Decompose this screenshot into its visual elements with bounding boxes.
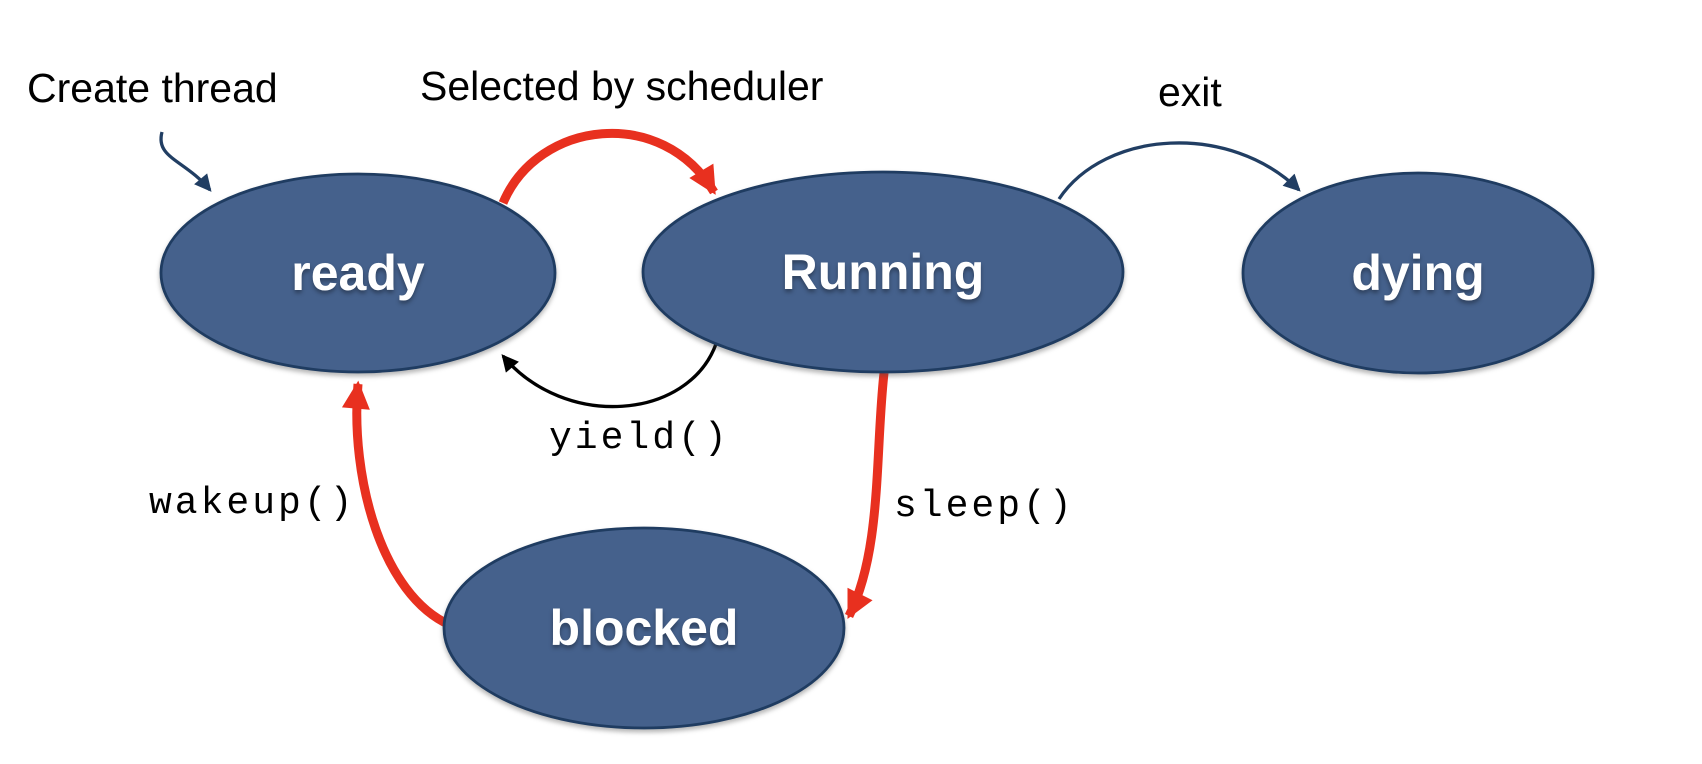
node-ready-label: ready xyxy=(291,245,425,301)
edge-yield-label: yield() xyxy=(549,417,730,460)
edge-yield-arrow xyxy=(501,343,718,409)
node-dying-ellipse xyxy=(1241,171,1595,375)
edge-wakeup-arrow xyxy=(341,380,452,630)
edge-selected-by-scheduler-label: Selected by scheduler xyxy=(420,63,824,109)
node-running-ellipse xyxy=(641,170,1125,374)
node-blocked-ellipse xyxy=(442,526,846,730)
edge-exit-arrow xyxy=(1057,141,1301,200)
edge-sleep-arrow xyxy=(844,372,889,620)
edge-sleep-label: sleep() xyxy=(894,485,1075,528)
edge-exit-label: exit xyxy=(1158,69,1222,115)
node-blocked-label: blocked xyxy=(549,600,739,656)
edge-create-thread-arrow xyxy=(159,131,212,192)
edge-selected-by-scheduler-arrow xyxy=(498,128,718,205)
node-ready-ellipse xyxy=(159,172,557,374)
node-dying-label: dying xyxy=(1351,245,1485,301)
node-running-label: Running xyxy=(781,244,985,300)
edge-create-thread-label: Create thread xyxy=(27,65,278,111)
edge-wakeup-label: wakeup() xyxy=(149,482,356,525)
